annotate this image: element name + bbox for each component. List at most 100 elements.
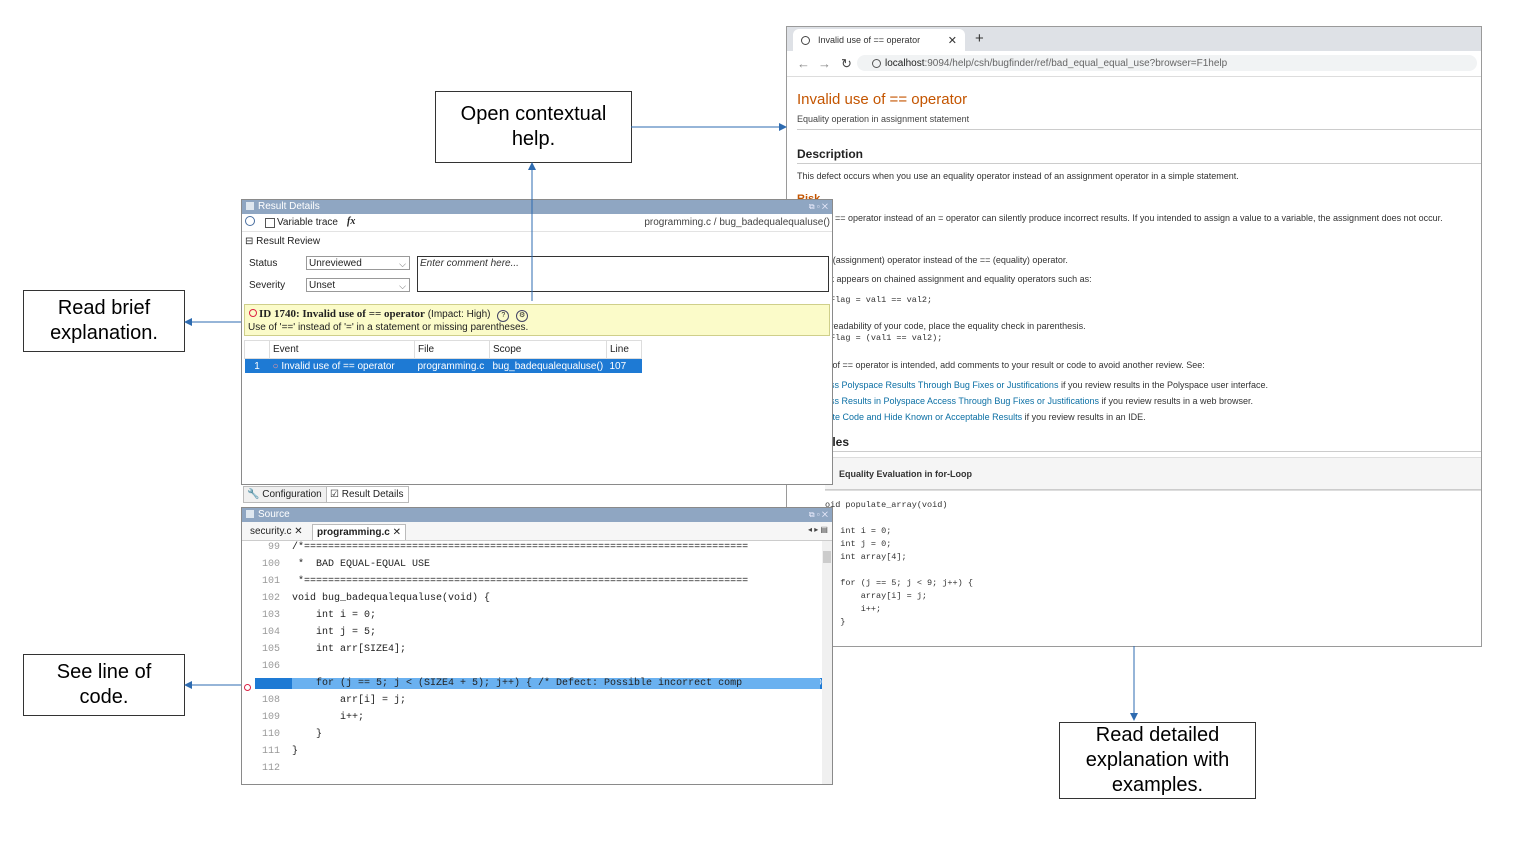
url-field[interactable]: localhost:9094/help/csh/bugfinder/ref/ba… — [857, 55, 1477, 71]
tab-configuration-label: Configuration — [262, 489, 322, 500]
line-number: 102 — [261, 593, 280, 604]
reload-icon[interactable]: ↻ — [841, 56, 852, 71]
code-line: int arr[SIZE4]; — [292, 644, 407, 655]
scrollbar-thumb[interactable] — [823, 551, 831, 563]
code-line: *=======================================… — [292, 576, 749, 587]
globe-icon — [801, 35, 810, 45]
example-title: Equality Evaluation in for-Loop — [839, 469, 973, 479]
code-line: i++; — [292, 712, 365, 723]
help-document: Invalid use of == operator Equality oper… — [787, 77, 1481, 646]
table-header-event[interactable]: Event — [269, 340, 415, 359]
example-code-line: } — [825, 617, 846, 627]
code-line: int j = 5; — [292, 627, 377, 638]
link-suffix: if you review results in an IDE. — [1022, 412, 1146, 422]
browser-tab-strip: Invalid use of == operator ✕ + — [787, 27, 1481, 51]
comment-field[interactable]: Enter comment here... — [417, 256, 829, 292]
row-scope: bug_badequalequaluse() — [489, 358, 607, 373]
table-header-line[interactable]: Line — [606, 340, 642, 359]
tab-label: security.c — [250, 526, 292, 537]
tab-security-c[interactable]: security.c ✕ — [246, 524, 307, 539]
close-icon[interactable]: ✕ — [392, 527, 401, 538]
example-code-line: for (j == 5; j < 9; j++) { — [825, 578, 973, 588]
line-number: 109 — [261, 712, 280, 723]
defect-description: Use of '==' instead of '=' in a statemen… — [248, 322, 529, 333]
row-event-text: Invalid use of == operator — [281, 360, 395, 372]
vertical-scrollbar[interactable] — [822, 541, 832, 784]
link-line-3: tate Code and Hide Known or Acceptable R… — [825, 412, 1146, 422]
event-table: Event File Scope Line 1 ○ Invalid use of… — [244, 340, 642, 373]
forward-icon[interactable]: → — [818, 56, 831, 71]
close-tab-icon[interactable]: ✕ — [947, 34, 957, 47]
callout-text: Open contextual help. — [460, 103, 607, 150]
site-info-icon[interactable] — [872, 59, 881, 68]
back-icon[interactable]: ← — [797, 56, 810, 71]
table-header-scope[interactable]: Scope — [489, 340, 607, 359]
code-example-2: oFlag = (val1 == val2); — [825, 333, 943, 343]
row-index: 1 — [244, 358, 270, 373]
status-dropdown[interactable]: Unreviewed⌵ — [306, 256, 410, 270]
callout-line-of-code: See line of code. — [23, 654, 185, 716]
description-text: This defect occurs when you use an equal… — [797, 171, 1239, 181]
description-heading: Description — [797, 147, 864, 161]
table-header-file[interactable]: File — [414, 340, 490, 359]
fx-button[interactable]: fx — [347, 216, 356, 227]
callout-brief-explanation: Read brief explanation. — [23, 290, 185, 352]
link-line-2: ess Results in Polyspace Access Through … — [825, 396, 1253, 406]
close-icon[interactable]: ✕ — [294, 526, 303, 537]
tab-configuration[interactable]: 🔧 Configuration — [243, 486, 327, 503]
link-suffix: if you review results in the Polyspace u… — [1058, 380, 1269, 390]
line-number: 101 — [261, 576, 280, 587]
status-label: Status — [249, 258, 278, 269]
panel-window-controls[interactable]: ⧉ ▫ ✕ — [808, 510, 828, 519]
new-tab-button[interactable]: + — [975, 30, 984, 47]
source-title: Source — [258, 509, 290, 520]
line-number: 104 — [261, 627, 280, 638]
link-bug-fixes[interactable]: ess Polyspace Results Through Bug Fixes … — [825, 380, 1059, 390]
result-details-toolbar: Variable trace fx programming.c / bug_ba… — [242, 214, 832, 232]
link-annotate-code[interactable]: tate Code and Hide Known or Acceptable R… — [825, 412, 1023, 422]
wrench-icon[interactable]: ⚙ — [516, 310, 529, 322]
check-text: ck appears on chained assignment and equ… — [825, 274, 1092, 284]
url-path: :9094/help/csh/bugfinder/ref/bad_equal_e… — [924, 57, 1228, 69]
tab-result-details-label: Result Details — [341, 489, 404, 500]
line-number: 106 — [261, 661, 280, 672]
callout-text: See line of code. — [56, 661, 152, 708]
divider — [797, 129, 1481, 130]
code-line: } — [292, 729, 323, 740]
tab-navigation-icons[interactable]: ◂ ▸ ▤ — [807, 525, 828, 534]
fix-text: = (assignment) operator instead of the =… — [825, 255, 1068, 265]
severity-dropdown[interactable]: Unset⌵ — [306, 278, 410, 292]
tab-result-details[interactable]: ☑ Result Details — [326, 486, 409, 503]
address-bar: ← → ↻ localhost:9094/help/csh/bugfinder/… — [787, 51, 1481, 77]
example-code-line: int j = 0; — [825, 539, 892, 549]
result-review-header[interactable]: ⊟ Result Review — [245, 236, 321, 247]
row-file: programming.c — [414, 358, 490, 373]
tab-programming-c[interactable]: programming.c ✕ — [312, 524, 406, 540]
divider — [797, 163, 1481, 164]
panel-window-controls[interactable]: ⧉ ▫ ✕ — [808, 202, 828, 211]
result-details-panel: Result Details ⧉ ▫ ✕ Variable trace fx p… — [241, 199, 833, 485]
callout-text: Read detailed explanation with examples. — [1085, 724, 1230, 796]
row-line: 107 — [606, 358, 642, 373]
example-header[interactable]: Equality Evaluation in for-Loop — [825, 457, 1481, 491]
help-icon[interactable]: ? — [497, 310, 510, 322]
line-number: 108 — [261, 695, 280, 706]
variable-trace-checkbox[interactable] — [265, 218, 275, 228]
doc-subtitle: Equality operation in assignment stateme… — [797, 114, 970, 124]
chevron-down-icon: ⌵ — [399, 259, 406, 269]
line-number: 100 — [261, 559, 280, 570]
code-line-highlighted: for (j == 5; j < (SIZE4 + 5); j++) { /* … — [292, 678, 820, 689]
tab-label: programming.c — [317, 527, 390, 538]
result-details-titlebar: Result Details ⧉ ▫ ✕ — [242, 200, 832, 214]
defect-impact: (Impact: High) — [427, 309, 491, 320]
source-panel: Source ⧉ ▫ ✕ security.c ✕ programming.c … — [241, 507, 833, 785]
source-file-tabs: security.c ✕ programming.c ✕ ◂ ▸ ▤ — [242, 522, 832, 541]
refresh-icon[interactable] — [245, 216, 255, 226]
comment-placeholder: Enter comment here... — [420, 258, 519, 269]
table-row[interactable]: 1 ○ Invalid use of == operator programmi… — [244, 358, 642, 373]
code-line: /*======================================… — [292, 542, 749, 553]
link-polyspace-access[interactable]: ess Results in Polyspace Access Through … — [825, 396, 1099, 406]
example-code-line: array[i] = j; — [825, 591, 928, 601]
browser-tab[interactable]: Invalid use of == operator ✕ — [793, 29, 965, 51]
example-code-line: int i = 0; — [825, 526, 892, 536]
